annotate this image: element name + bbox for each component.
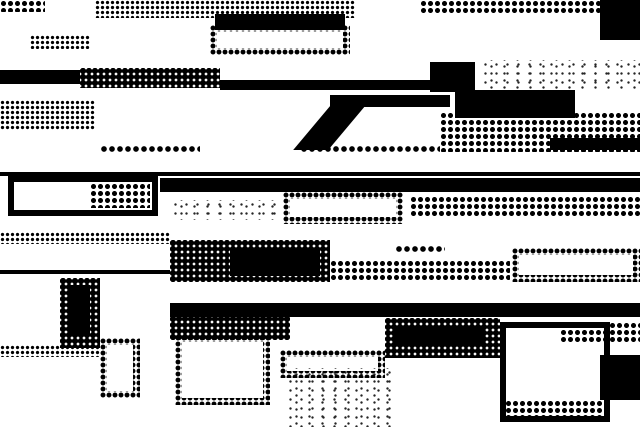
- band-4-right-halftone: [330, 260, 510, 282]
- top-right-halftone: [420, 0, 605, 14]
- band-1-right-grain: [480, 60, 640, 90]
- band-1-black-mid: [220, 80, 430, 90]
- lower-mid-black: [395, 328, 485, 346]
- left-column-core: [68, 285, 90, 335]
- band-1-black-square: [430, 62, 475, 92]
- band-4-right-frame: [512, 248, 640, 282]
- band-4-left-grain: [0, 232, 170, 244]
- lower-center-frame: [175, 335, 270, 405]
- band-2-black-mid: [330, 95, 450, 107]
- band-3-thin-line: [0, 172, 640, 176]
- band-4-thin-line: [0, 270, 170, 274]
- lower-center-block: [170, 310, 290, 340]
- bottom-right-halftone: [560, 322, 640, 342]
- top-right-black-slab: [600, 0, 640, 40]
- band-3-mid-grain: [170, 200, 280, 220]
- upper-left-grain: [30, 35, 90, 49]
- top-black-slab: [215, 14, 345, 30]
- dot-row-1: [100, 142, 200, 156]
- band-4-black-bar: [230, 248, 320, 276]
- band-2-left-grain: [0, 100, 95, 130]
- band-3-right-halftone: [410, 196, 640, 218]
- band-2-bar-right: [550, 138, 640, 150]
- lower-left-frame: [100, 338, 140, 398]
- band-1-black-left: [0, 70, 80, 84]
- band-3-center-capsule: [283, 192, 403, 224]
- dot-row-2: [300, 142, 440, 156]
- lower-left-grain: [0, 345, 100, 357]
- top-band-halftone: [95, 0, 355, 18]
- dot-row-3: [395, 242, 445, 256]
- top-left-halftone-strip: [0, 0, 45, 12]
- bottom-right-frame-edge: [505, 400, 605, 418]
- band-1-halftone: [80, 68, 220, 88]
- band-3-left-frame-fill: [90, 183, 150, 208]
- lower-center-grain: [285, 368, 395, 427]
- band-3-long-bar: [160, 178, 640, 192]
- upper-frame: [210, 25, 350, 55]
- lower-pill: [280, 350, 385, 378]
- band-3-left-frame: [8, 176, 158, 216]
- bottom-right-corner: [600, 355, 640, 400]
